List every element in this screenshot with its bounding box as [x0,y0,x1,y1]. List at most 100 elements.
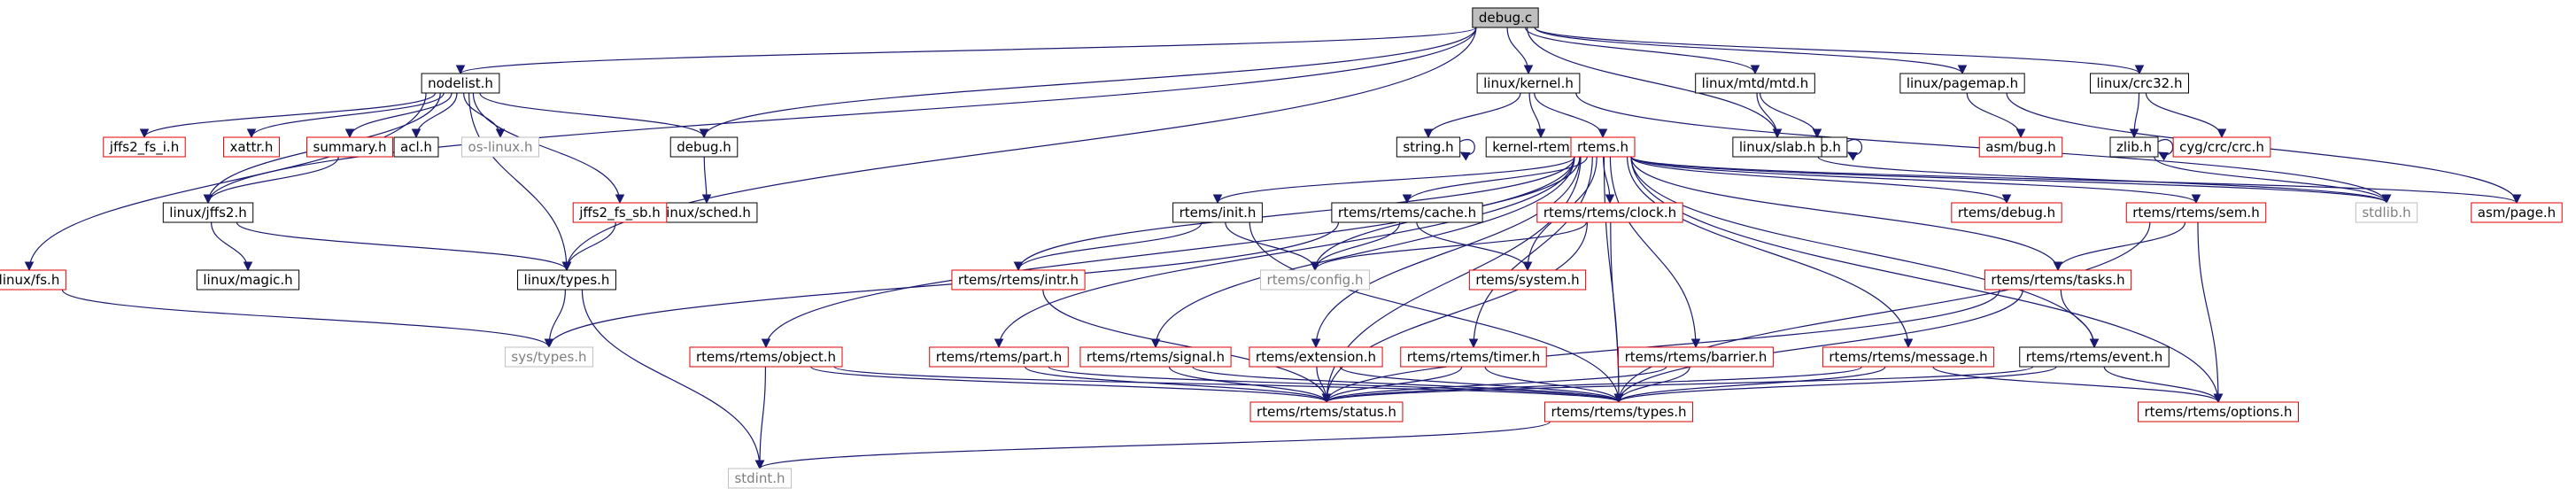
node-label: linux/jffs2.h [169,205,246,221]
node-rtems-rtems-timer-h[interactable]: rtems/rtems/timer.h [1400,346,1547,368]
node-linux-jffs2-h[interactable]: linux/jffs2.h [162,202,254,223]
node-box [1468,269,1587,291]
node-rtems-rtems-clock-h[interactable]: rtems/rtems/clock.h [1536,202,1683,223]
node-label: debug.c [1479,10,1532,26]
node-label: asm/page.h [2478,205,2556,221]
edge-zlib-h-to-stdlib-h [2154,156,2392,205]
edge-rtems-rtems-clock-h-to-rtems-config-h [1310,221,1587,272]
node-cyg-crc-crc-h[interactable]: cyg/crc/crc.h [2172,136,2271,158]
node-summary-h[interactable]: summary.h [306,136,393,158]
node-label: linux/kernel.h [1483,75,1574,91]
node-linux-slab-h[interactable]: linux/slab.h [1732,136,1822,158]
edge-linux-kernel-h-to-rtems-h [1534,92,1608,139]
node-stdlib-h[interactable]: stdlib.h [2355,202,2418,223]
node-box [461,136,539,158]
node-rtems-config-h[interactable]: rtems/config.h [1260,269,1370,291]
node-asm-bug-h[interactable]: asm/bug.h [1978,136,2063,158]
node-asm-page-h[interactable]: asm/page.h [2471,202,2563,223]
node-rtems-rtems-tasks-h[interactable]: rtems/rtems/tasks.h [1984,269,2132,291]
node-rtems-extension-h[interactable]: rtems/extension.h [1249,346,1383,368]
edge [411,92,458,139]
edge-rtems-rtems-signal-h-to-rtems-rtems-status-h [1168,366,1332,404]
node-rtems-rtems-object-h[interactable]: rtems/rtems/object.h [689,346,843,368]
node-rtems-rtems-barrier-h[interactable]: rtems/rtems/barrier.h [1618,346,1774,368]
node-label: stdlib.h [2362,205,2410,221]
node-acl-h[interactable]: acl.h [393,136,439,158]
edge [1817,156,2392,205]
node-box [1400,346,1547,368]
node-label: rtems/rtems/types.h [1551,404,1686,420]
node-rtems-h[interactable]: rtems.h [1570,136,1636,158]
node-box [1396,136,1461,158]
node-box [572,202,668,223]
node-debug-h[interactable]: debug.h [669,136,739,158]
edge-rtems-h-to-rtems-rtems-part-h [994,156,1575,349]
node-jffs2-fs-i-h[interactable]: jffs2_fs_i.h [103,136,186,158]
node-box [2137,401,2300,422]
edge-linux-crc32-h-to-zlib-h [2129,92,2140,139]
edge [561,27,1477,272]
node-label: rtems/rtems/part.h [936,349,1063,365]
node-label: sys/types.h [511,349,586,365]
node-nodelist-h[interactable]: nodelist.h [421,73,500,94]
node-box [1695,73,1815,94]
edge [1760,92,1822,139]
node-string-h[interactable]: string.h [1396,136,1461,158]
node-rtems-rtems-intr-h[interactable]: rtems/rtems/intr.h [951,269,1086,291]
node-zlib-h[interactable]: zlib.h [2109,136,2159,158]
node-label: os-linux.h [468,139,533,155]
node-box [1951,202,2062,223]
node-sys-types-h[interactable]: sys/types.h [504,346,594,368]
edge-rtems-rtems-tasks-h-to-rtems-rtems-status-h [1321,289,2000,404]
edge-debug-c-to-nodelist-h [456,27,1477,75]
node-rtems-init-h[interactable]: rtems/init.h [1172,202,1263,223]
node-linux-magic-h[interactable]: linux/magic.h [196,269,300,291]
node-linux-crc32-h[interactable]: linux/crc32.h [2090,73,2189,94]
node-xattr-h[interactable]: xattr.h [223,136,280,158]
edge [246,92,445,139]
node-linux-kernel-h[interactable]: linux/kernel.h [1476,73,1581,94]
node-rtems-debug-h[interactable]: rtems/debug.h [1951,202,2062,223]
edge [1932,366,2224,404]
edge [1627,156,1914,349]
node-rtems-rtems-status-h[interactable]: rtems/rtems/status.h [1249,401,1404,422]
node-linux-pagemap-h[interactable]: linux/pagemap.h [1899,73,2025,94]
node-debug-c[interactable]: debug.c [1472,7,1539,28]
node-rtems-rtems-options-h[interactable]: rtems/rtems/options.h [2137,401,2300,422]
edge [1013,156,1575,272]
node-label: asm/bug.h [1985,139,2056,155]
node-linux-fs-h[interactable]: linux/fs.h [0,269,66,291]
edge-nodelist-h-to-jffs2-fs-sb-h [472,92,625,205]
edge-rtems-h-to-rtems-rtems-object-h [761,156,1575,349]
edge [1630,156,2012,205]
node-rtems-rtems-signal-h[interactable]: rtems/rtems/signal.h [1079,346,1232,368]
node-linux-types-h[interactable]: linux/types.h [517,269,616,291]
edge [344,92,453,139]
node-box [929,346,1069,368]
node-linux-sched-h[interactable]: linux/sched.h [655,202,758,223]
node-os-linux-h[interactable]: os-linux.h [461,136,539,158]
edge-rtems-rtems-timer-h-to-rtems-rtems-types-h [1484,366,1624,404]
edge [1423,92,1521,139]
edge-debug-c-to-debug-h [699,27,1477,139]
edge [1756,92,1783,139]
edge [561,221,616,272]
edge-rtems-rtems-object-h-to-rtems-rtems-status-h [810,366,1332,404]
edge [1321,289,2000,404]
node-box [2019,346,2170,368]
node-linux-mtd-mtd-h[interactable]: linux/mtd/mtd.h [1695,73,1815,94]
node-rtems-system-h[interactable]: rtems/system.h [1468,269,1587,291]
node-rtems-rtems-cache-h[interactable]: rtems/rtems/cache.h [1331,202,1483,223]
node-rtems-rtems-message-h[interactable]: rtems/rtems/message.h [1822,346,1995,368]
node-rtems-rtems-sem-h[interactable]: rtems/rtems/sem.h [2125,202,2267,223]
edge-string-h-to-string-h [1459,139,1475,161]
node-rtems-rtems-event-h[interactable]: rtems/rtems/event.h [2019,346,2170,368]
node-jffs2-fs-sb-h[interactable]: jffs2_fs_sb.h [572,202,668,223]
node-stdint-h[interactable]: stdint.h [727,468,793,489]
edge-linux-types-h-to-stdint-h [581,289,765,470]
node-box [1618,346,1774,368]
node-rtems-rtems-types-h[interactable]: rtems/rtems/types.h [1543,401,1694,422]
node-label: jffs2_fs_i.h [109,139,179,156]
node-box [669,136,739,158]
node-rtems-rtems-part-h[interactable]: rtems/rtems/part.h [929,346,1069,368]
